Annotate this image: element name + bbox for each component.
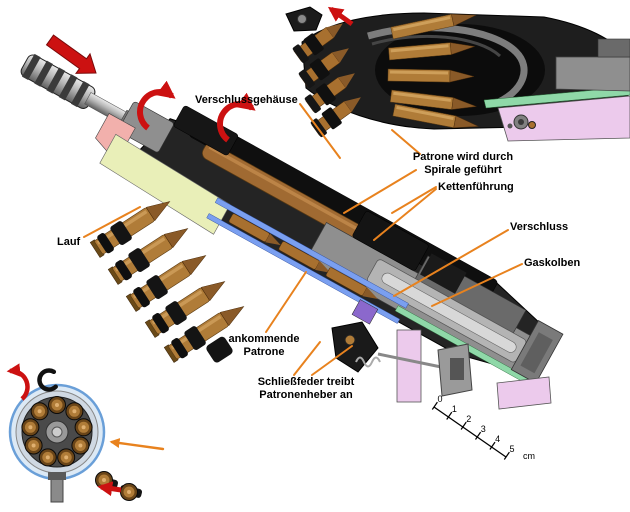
belt-feed-inset [285, 6, 630, 142]
scale-tick-1: 1 [452, 404, 457, 414]
gas-piston-rod [381, 272, 517, 353]
wheel-round-4 [71, 436, 90, 455]
empty-belt-link [206, 336, 233, 363]
leader-verschlussgehaeuse [299, 103, 341, 159]
leader-schliessfeder-2 [311, 345, 353, 376]
scale-numbers: 0 1 2 3 4 5 cm [437, 394, 535, 461]
wheel-round-1 [48, 396, 66, 414]
scale-ticks [431, 401, 510, 460]
scale-tick-4: 4 [495, 434, 500, 444]
wheel-round-2 [65, 402, 84, 421]
muzzle-ribs [21, 53, 90, 108]
inset-sprocket-round [528, 121, 536, 129]
leader-patrone-spirale-main [343, 169, 417, 214]
leader-patrone-spirale-inset [391, 129, 421, 155]
ejected-link-pin [297, 14, 307, 24]
label-ankommende-line2: Patrone [243, 346, 285, 358]
inset-sprocket-hub [518, 119, 524, 125]
label-ankommende-patrone: ankommende Patrone [226, 333, 302, 359]
label-schliessfeder-line1: Schließfeder treibt [257, 376, 355, 388]
label-lauf: Lauf [57, 236, 81, 248]
leader-kettenfuehrung-2 [373, 188, 437, 241]
belt-entry-arrow [97, 481, 122, 497]
cut-lavender-base [496, 376, 552, 410]
rotation-arrow-mid [217, 92, 256, 143]
cut-surface-yellow [99, 133, 231, 235]
feed-lever [331, 321, 379, 373]
feed-block-rear [420, 253, 467, 294]
scale-tick-3: 3 [481, 424, 486, 434]
leader-lines [83, 103, 523, 451]
label-verschlussgehaeuse: Verschlussgehäuse [195, 94, 298, 106]
wheel-round-7 [24, 436, 43, 455]
main-assembly [20, 53, 564, 384]
label-gaskolben: Gaskolben [524, 257, 581, 269]
wheel-round-8 [21, 418, 40, 437]
wheel-hook [37, 368, 58, 392]
label-kettenfuehrung: Kettenführung [438, 181, 514, 193]
feed-block-mid [352, 211, 429, 271]
motion-arrows [6, 6, 354, 497]
wheel-hub-pin [51, 426, 63, 438]
label-schliessfeder-line2: Patronenheber an [259, 389, 353, 401]
lever-round [344, 334, 356, 346]
feed-channel-blue-lower [206, 213, 401, 324]
inset-gray-bar [597, 38, 630, 58]
copper-highlight [208, 145, 372, 238]
scale-tick-0: 0 [437, 394, 442, 404]
inset-gray-block [555, 56, 630, 92]
wheel-pointer-arrow [109, 438, 165, 451]
cartridge-belt [88, 191, 251, 365]
label-verschluss: Verschluss [510, 221, 569, 233]
rear-bracket-slot [450, 358, 464, 380]
leader-gaskolben [431, 263, 523, 307]
label-patrone-spirale-line2: Spirale geführt [424, 164, 502, 176]
scale-bar: 0 1 2 3 4 5 cm [431, 394, 535, 461]
spiral-guide-inner [371, 34, 502, 58]
scale-line [433, 406, 507, 458]
inset-cut-lavender [497, 95, 630, 142]
scale-tick-2: 2 [466, 414, 471, 424]
closing-spring [355, 356, 381, 368]
leader-lauf [83, 206, 141, 238]
wheel-round-9 [30, 402, 49, 421]
spring-rod [377, 352, 447, 370]
wheel-round-5 [57, 448, 76, 467]
feed-wheel-inset [8, 368, 143, 503]
rear-end-inner [520, 332, 553, 374]
label-patrone-spirale-line1: Patrone wird durch [412, 151, 514, 163]
eject-arrow [327, 6, 354, 27]
rotation-arrow-front [137, 80, 176, 131]
wheel-post [50, 476, 64, 503]
feed-block-front [173, 105, 238, 156]
recoil-arrow [45, 34, 97, 74]
cut-surface-purple [351, 299, 379, 325]
leader-schliessfeder-1 [293, 341, 321, 376]
label-ankommende-line1: ankommende [228, 333, 300, 345]
inset-sprocket-pin [507, 123, 513, 129]
label-schliessfeder: Schließfeder treibt Patronenheber an [250, 376, 362, 402]
scale-unit: cm [523, 451, 535, 461]
wheel-round-3 [74, 418, 93, 437]
leader-verschluss [393, 229, 509, 297]
wheel-round-6 [38, 448, 57, 467]
wheel-post-cap [48, 472, 66, 480]
wheel-rotation-arrow [6, 363, 30, 401]
leader-ankommende-patrone [265, 271, 307, 333]
loose-round-2 [120, 483, 138, 501]
cut-lavender-support [396, 329, 422, 403]
label-patrone-spirale: Patrone wird durch Spirale geführt [398, 151, 528, 177]
inset-cut-green [483, 86, 630, 109]
feed-channel-blue-upper [214, 197, 409, 309]
leader-kettenfuehrung-1 [391, 186, 437, 214]
scale-tick-5: 5 [509, 444, 514, 454]
